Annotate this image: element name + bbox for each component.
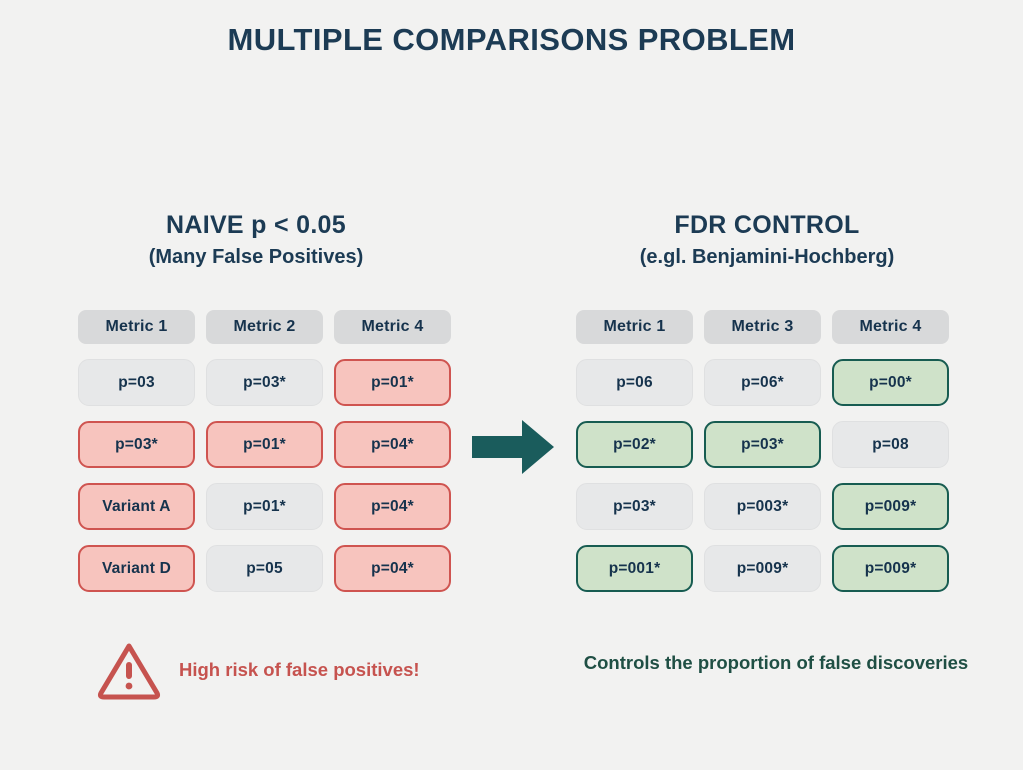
result-cell: p=01* [206, 483, 323, 530]
grid-spacer [576, 530, 693, 545]
grid-spacer [206, 530, 323, 545]
column-header-left-1: Metric 1 [78, 310, 195, 344]
result-cell: p=009* [704, 545, 821, 592]
grid-spacer [78, 468, 195, 483]
grid-spacer [206, 344, 323, 359]
grid-spacer [832, 344, 949, 359]
warning-triangle-icon [95, 639, 163, 701]
grid-spacer [832, 468, 949, 483]
grid-spacer [206, 406, 323, 421]
right-panel-heading-main: FDR CONTROL [674, 211, 860, 239]
result-cell: p=08 [832, 421, 949, 468]
result-cell: p=04* [334, 421, 451, 468]
column-header-right-2: Metric 3 [704, 310, 821, 344]
right-panel-heading-sub: (e.gl. Benjamini-Hochberg) [639, 246, 895, 268]
grid-spacer [704, 530, 821, 545]
column-header-left-3: Metric 4 [334, 310, 451, 344]
result-cell: p=009* [832, 483, 949, 530]
grid-spacer [576, 468, 693, 483]
page-title: MULTIPLE COMPARISONS PROBLEM [227, 22, 796, 57]
result-cell: p=04* [334, 483, 451, 530]
result-cell: p=009* [832, 545, 949, 592]
result-cell: p=03* [704, 421, 821, 468]
grid-spacer [78, 344, 195, 359]
grid-spacer [576, 406, 693, 421]
result-cell: p=003* [704, 483, 821, 530]
result-cell: p=06* [704, 359, 821, 406]
result-cell: p=001* [576, 545, 693, 592]
left-footnote-text: High risk of false positives! [179, 659, 420, 680]
result-cell: p=06 [576, 359, 693, 406]
result-cell: p=02* [576, 421, 693, 468]
result-cell: p=03* [78, 421, 195, 468]
result-cell: p=01* [334, 359, 451, 406]
result-cell: p=00* [832, 359, 949, 406]
column-header-left-2: Metric 2 [206, 310, 323, 344]
result-cell: p=04* [334, 545, 451, 592]
grid-spacer [334, 344, 451, 359]
left-panel-heading-main: NAIVE p < 0.05 [166, 211, 346, 239]
grid-spacer [334, 468, 451, 483]
grid-spacer [78, 530, 195, 545]
right-panel-heading: FDR CONTROL (e.gl. Benjamini-Hochberg) [511, 210, 1023, 271]
result-cell: p=05 [206, 545, 323, 592]
grid-spacer [704, 406, 821, 421]
grid-spacer [334, 530, 451, 545]
result-cell: Variant A [78, 483, 195, 530]
right-arrow-icon [468, 416, 558, 478]
result-cell: p=03 [78, 359, 195, 406]
result-cell: p=03* [206, 359, 323, 406]
grid-spacer [832, 406, 949, 421]
grid-spacer [832, 530, 949, 545]
grid-spacer [206, 468, 323, 483]
left-panel-heading-sub: (Many False Positives) [148, 246, 364, 268]
column-header-right-3: Metric 4 [832, 310, 949, 344]
result-cell: p=03* [576, 483, 693, 530]
grid-spacer [334, 406, 451, 421]
left-footnote: High risk of false positives! [95, 632, 515, 708]
grid-spacer [78, 406, 195, 421]
column-header-right-1: Metric 1 [576, 310, 693, 344]
grid-spacer [576, 344, 693, 359]
result-cell: p=01* [206, 421, 323, 468]
grid-spacer [704, 468, 821, 483]
left-panel-heading: NAIVE p < 0.05 (Many False Positives) [0, 210, 512, 271]
result-cell: Variant D [78, 545, 195, 592]
right-footnote-text: Controls the proportion of false discove… [583, 652, 969, 673]
grid-spacer [704, 344, 821, 359]
